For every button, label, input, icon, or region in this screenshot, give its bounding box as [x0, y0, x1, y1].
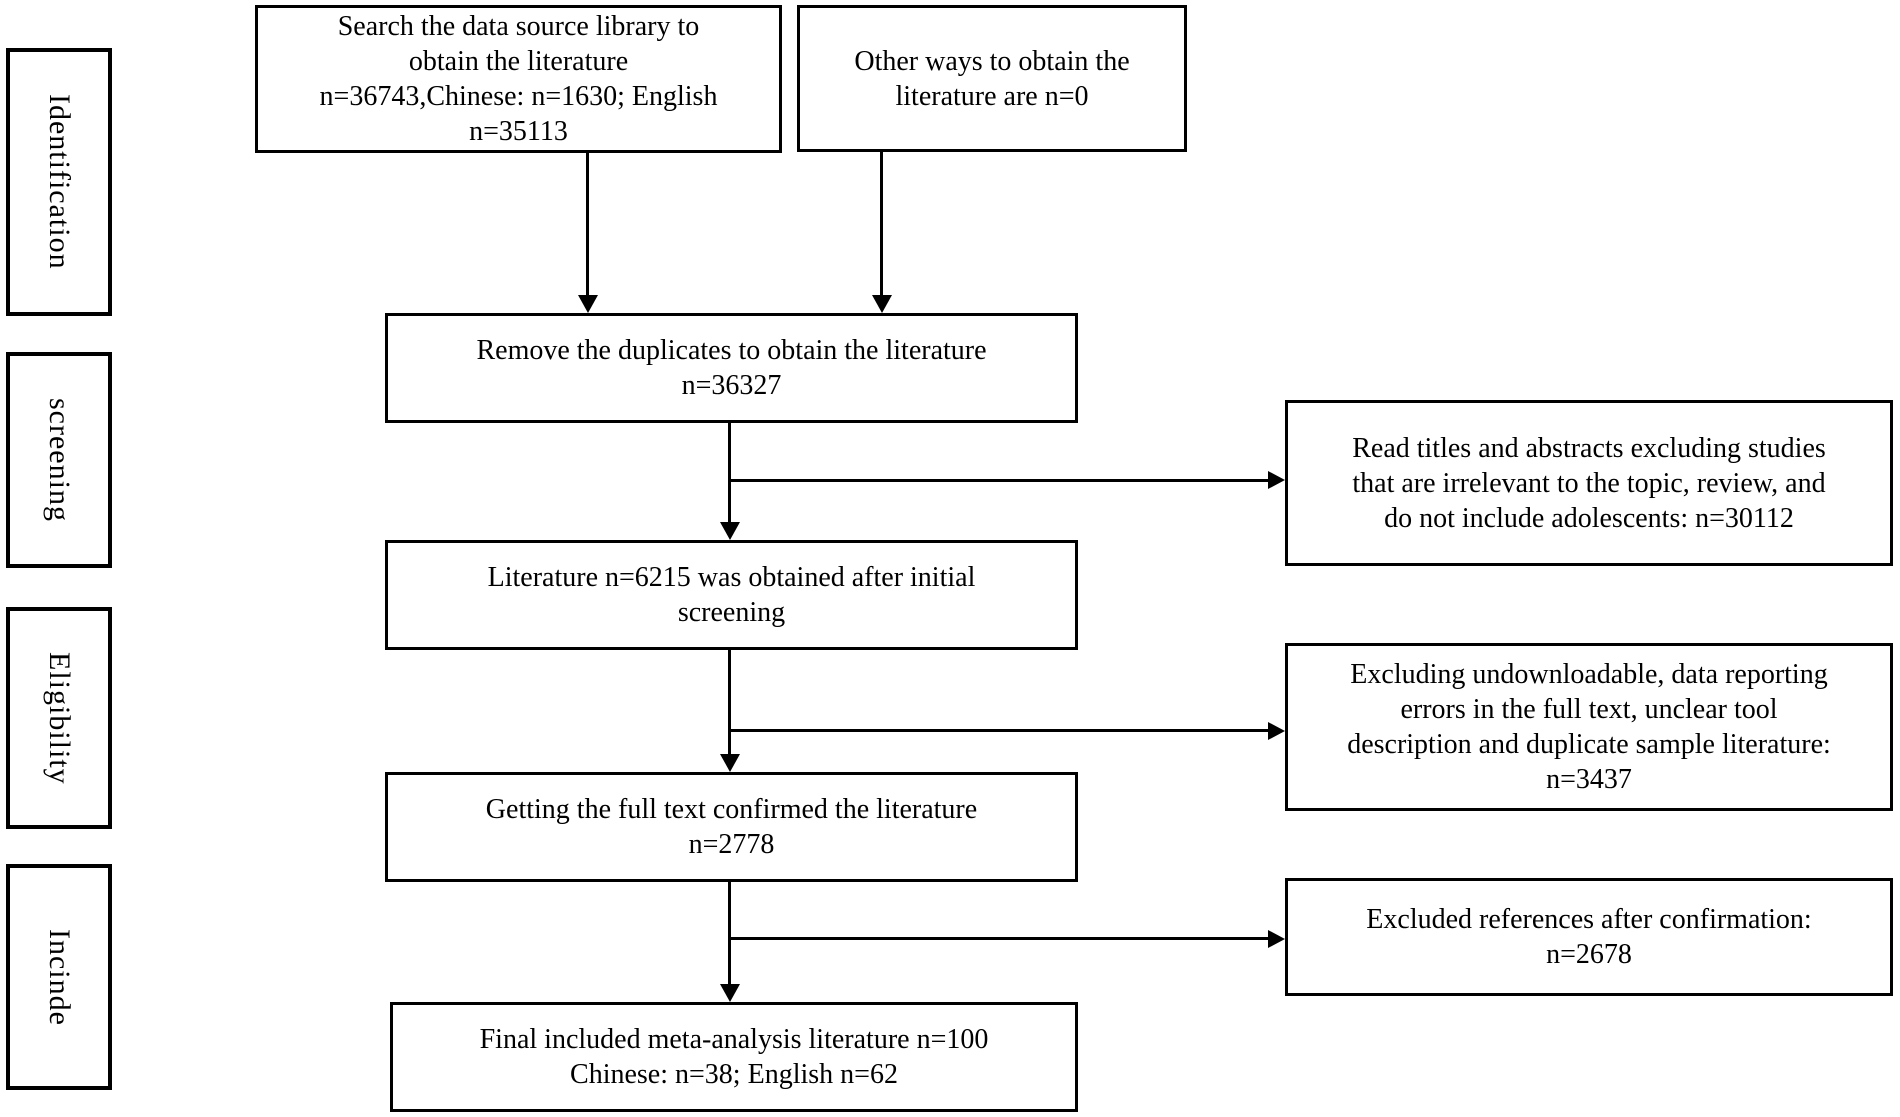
arrow-screening-to-fulltext-head-icon [720, 754, 740, 772]
arrow-duplicates-to-screening-head-icon [720, 522, 740, 540]
arrow-duplicates-to-screening-line [728, 423, 731, 522]
search-literature-box: Search the data source library to obtain… [255, 5, 782, 153]
stage-label-screening: screening [43, 398, 76, 522]
arrow-fulltext-to-final-line [728, 882, 731, 984]
other-ways-box: Other ways to obtain the literature are … [797, 5, 1187, 152]
stage-label-identification: Identification [43, 94, 76, 270]
branch-to-excluded-titles-line [730, 479, 1268, 482]
stage-label-incinde: Incinde [43, 928, 76, 1026]
branch-to-excluded-fulltext-head-icon [1268, 722, 1285, 740]
excluded-fulltext-box: Excluding undownloadable, data reporting… [1285, 643, 1893, 811]
stage-box-incinde: Incinde [6, 864, 112, 1090]
stage-box-identification: Identification [6, 48, 112, 316]
excluded-titles-abstracts-box: Read titles and abstracts excluding stud… [1285, 400, 1893, 566]
arrow-search-to-duplicates-line [586, 153, 589, 295]
arrow-screening-to-fulltext-line [728, 650, 731, 754]
initial-screening-box: Literature n=6215 was obtained after ini… [385, 540, 1078, 650]
arrow-otherways-to-duplicates-line [880, 152, 883, 295]
branch-to-excluded-confirmation-head-icon [1268, 930, 1285, 948]
stage-box-eligibility: Eligibility [6, 607, 112, 829]
arrow-search-to-duplicates-head-icon [578, 295, 598, 313]
branch-to-excluded-titles-head-icon [1268, 471, 1285, 489]
excluded-confirmation-box: Excluded references after confirmation: … [1285, 878, 1893, 996]
arrow-fulltext-to-final-head-icon [720, 984, 740, 1002]
remove-duplicates-box: Remove the duplicates to obtain the lite… [385, 313, 1078, 423]
branch-to-excluded-fulltext-line [730, 729, 1268, 732]
full-text-confirmed-box: Getting the full text confirmed the lite… [385, 772, 1078, 882]
final-included-box: Final included meta-analysis literature … [390, 1002, 1078, 1112]
arrow-otherways-to-duplicates-head-icon [872, 295, 892, 313]
stage-label-eligibility: Eligibility [43, 651, 76, 785]
branch-to-excluded-confirmation-line [730, 937, 1268, 940]
stage-box-screening: screening [6, 352, 112, 568]
